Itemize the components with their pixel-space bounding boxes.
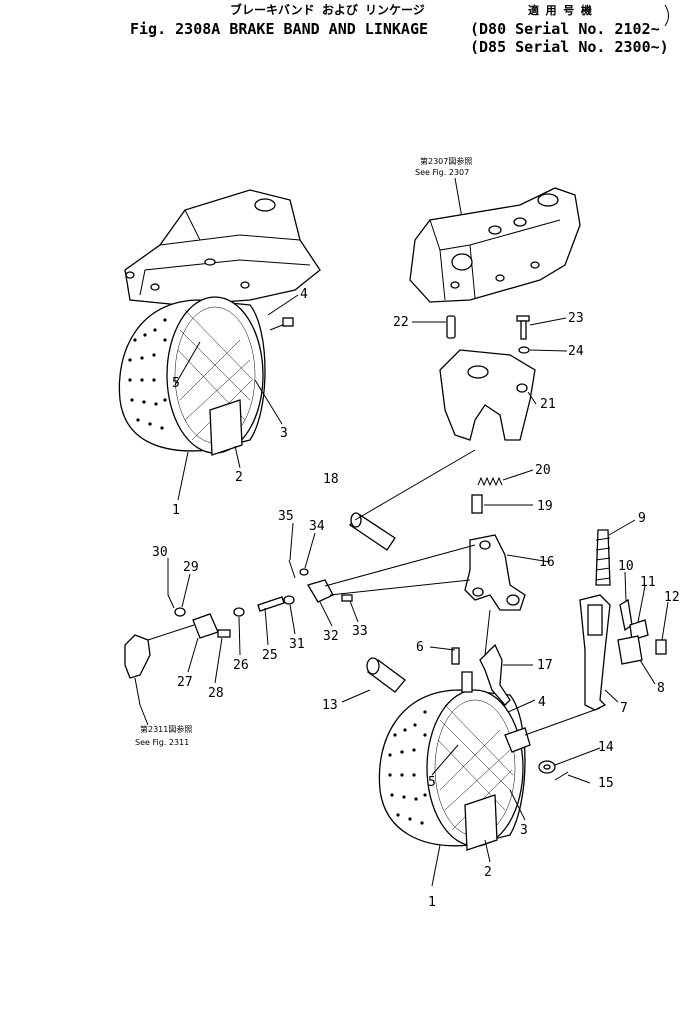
callout-26: 26 — [233, 658, 249, 673]
callout-23: 23 — [568, 311, 584, 326]
ref-bottom-en: See Fig. 2311 — [135, 738, 189, 747]
callout-6: 6 — [416, 640, 424, 655]
callout-24: 24 — [568, 344, 584, 359]
callout-25: 25 — [262, 648, 278, 663]
callout-30: 30 — [152, 545, 168, 560]
callout-1: 1 — [172, 503, 180, 518]
applicable-label: 適 用 号 機 — [528, 3, 592, 17]
callout-9: 9 — [638, 511, 646, 526]
callout-4-lower: 4 — [538, 695, 546, 710]
title-japanese: ブレーキバンド および リンケージ — [230, 2, 425, 17]
callout-3-lower: 3 — [520, 823, 528, 838]
callout-2: 2 — [235, 470, 243, 485]
callout-1-lower: 1 — [428, 895, 436, 910]
callout-19: 19 — [537, 499, 553, 514]
callout-28: 28 — [208, 686, 224, 701]
callout-12: 12 — [664, 590, 680, 605]
callout-4: 4 — [300, 287, 308, 302]
callout-13: 13 — [322, 698, 338, 713]
connector-lines — [147, 449, 601, 736]
callout-7: 7 — [620, 701, 628, 716]
callout-27: 27 — [177, 675, 193, 690]
leader-lines — [167, 294, 669, 887]
callout-2-lower: 2 — [484, 865, 492, 880]
callout-22: 22 — [393, 315, 409, 330]
callout-21: 21 — [540, 397, 556, 412]
serial-d85: (D85 Serial No. 2300~) — [470, 38, 669, 56]
callout-8: 8 — [657, 681, 665, 696]
brake-assembly-bottom — [378, 689, 531, 851]
linkage-parts: 第2311図参照 See Fig. 2311 — [124, 315, 667, 781]
serial-bracket — [664, 4, 669, 27]
callout-20: 20 — [535, 463, 551, 478]
callout-14: 14 — [598, 740, 614, 755]
housing-top-right: 第2307図参照 See Fig. 2307 — [409, 156, 581, 303]
callout-34: 34 — [309, 519, 325, 534]
callout-3: 3 — [280, 426, 288, 441]
callout-15: 15 — [598, 776, 614, 791]
callout-17: 17 — [537, 658, 553, 673]
callout-numbers: 1 2 3 4 5 6 7 8 9 10 11 12 13 14 15 16 1… — [152, 287, 680, 910]
callout-11: 11 — [640, 575, 656, 590]
brake-assembly-top — [118, 189, 321, 456]
callout-35: 35 — [278, 509, 294, 524]
callout-31: 31 — [289, 637, 305, 652]
serial-d80: (D80 Serial No. 2102~ — [470, 20, 660, 38]
callout-16: 16 — [539, 555, 555, 570]
figure-title: Fig. 2308A BRAKE BAND AND LINKAGE — [130, 20, 428, 38]
ref-top-en: See Fig. 2307 — [415, 168, 469, 177]
title-block: ブレーキバンド および リンケージ Fig. 2308A BRAKE BAND … — [130, 2, 669, 56]
callout-18: 18 — [323, 472, 339, 487]
callout-5: 5 — [172, 376, 180, 391]
callout-10: 10 — [618, 559, 634, 574]
ref-top-jp: 第2307図参照 — [420, 156, 472, 166]
callout-33: 33 — [352, 624, 368, 639]
ref-bottom-jp: 第2311図参照 — [140, 724, 192, 734]
callout-29: 29 — [183, 560, 199, 575]
callout-5-lower: 5 — [428, 775, 436, 790]
callout-32: 32 — [323, 629, 339, 644]
